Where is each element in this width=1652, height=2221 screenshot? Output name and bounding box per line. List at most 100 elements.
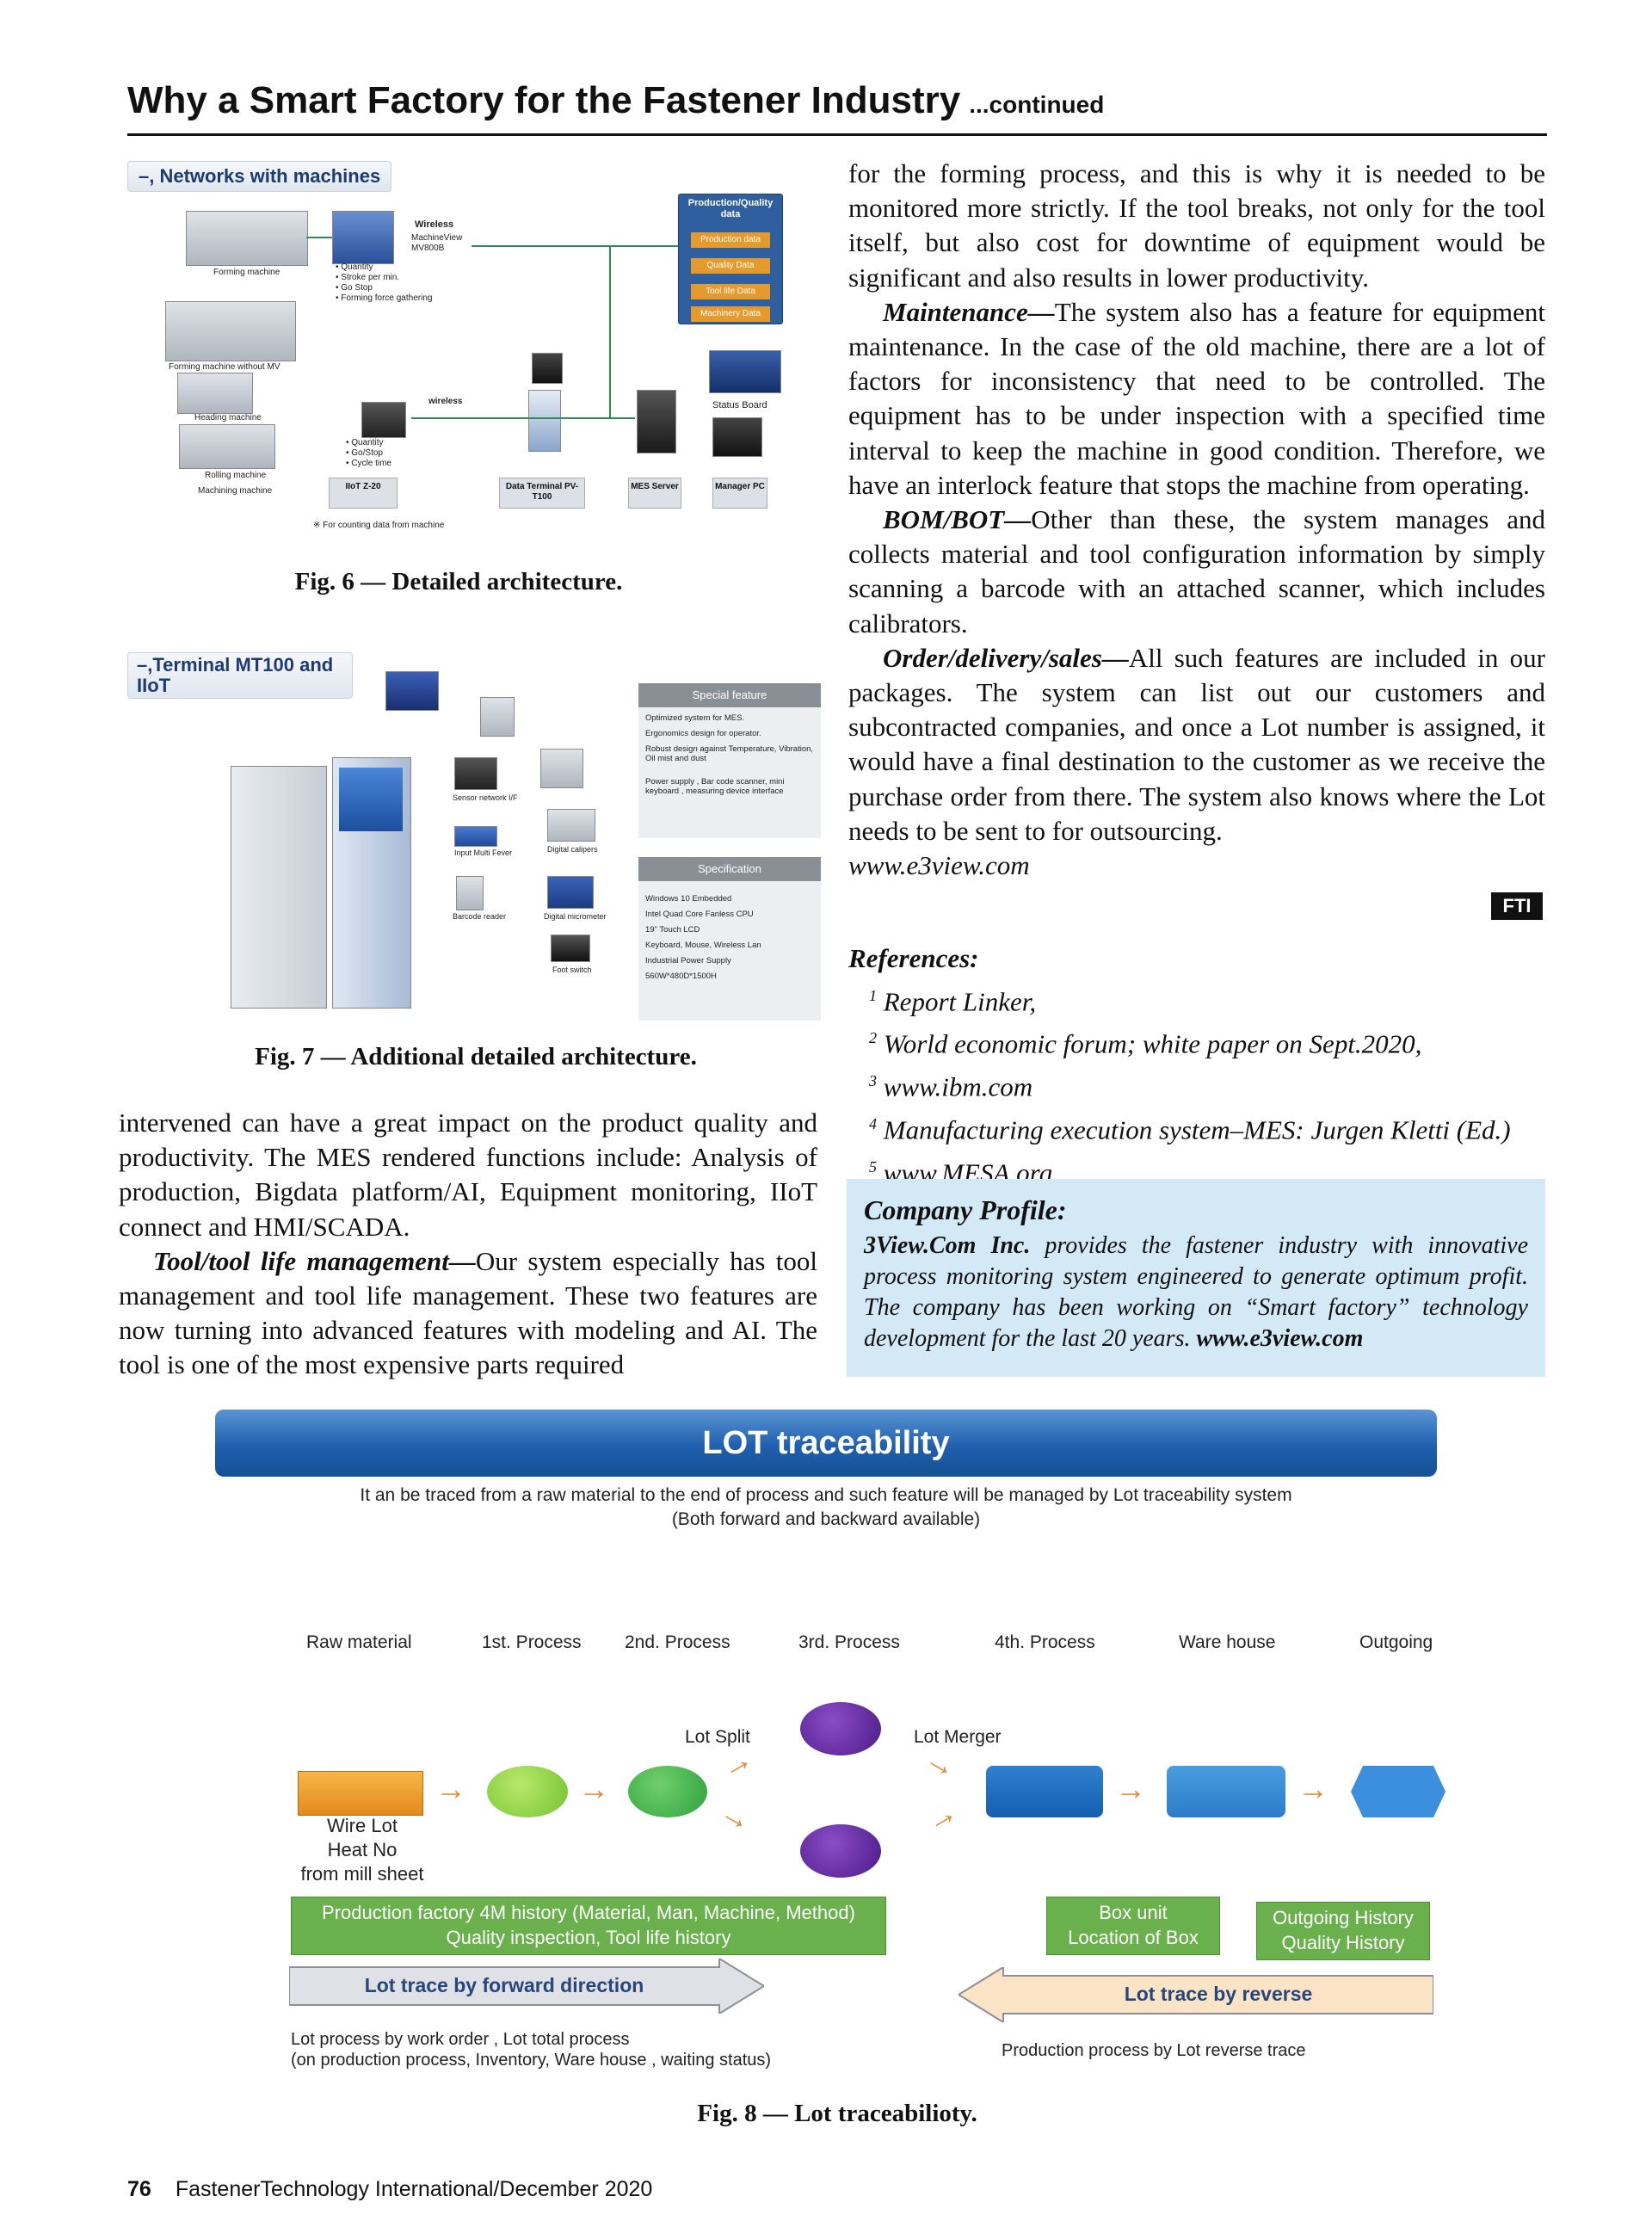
stage-label: Raw material	[306, 1632, 412, 1652]
special-item: Optimized system for MES.	[645, 713, 745, 723]
flow-arrow: →	[435, 1771, 466, 1806]
forming-machine-mv-image	[165, 301, 296, 361]
flow-arrow: →	[578, 1771, 609, 1806]
reference-item: 1 Report Linker,	[848, 978, 1547, 1021]
heading-machine-image	[177, 373, 253, 414]
prod-item: Tool life Data	[691, 284, 770, 299]
machineview-label: MachineView MV800B	[411, 233, 463, 253]
ref-num: 4	[869, 1114, 877, 1132]
fig6-diagram: –, Networks with machines Production/Qua…	[127, 159, 790, 546]
wire-lot-line: Wire Lot	[327, 1815, 398, 1836]
iiot-device-image	[361, 402, 406, 438]
node-iiot: IIoT Z-20	[329, 478, 398, 509]
wireless-top-label: Wireless	[415, 219, 454, 230]
publication: FastenerTechnology International/Decembe…	[175, 2177, 653, 2201]
prod-item: Quality Data	[691, 258, 770, 274]
outgoing-history-line: Outgoing History	[1273, 1907, 1414, 1928]
reverse-arrow-label: Lot trace by reverse	[1124, 1983, 1313, 2005]
list1-item: • Forming force gathering	[336, 293, 433, 303]
special-item: Power supply , Bar code scanner, mini ke…	[645, 777, 785, 796]
forming-machine-mv-label: Forming machine without MV	[169, 362, 280, 372]
device-label-foot: Foot switch	[552, 966, 592, 974]
fig6-tag: –, Networks with machines	[127, 161, 392, 192]
rolling-machine-image	[179, 424, 275, 469]
foot-switch-image	[551, 935, 590, 962]
warehouse-shape	[1167, 1766, 1285, 1817]
right-paragraph-1: for the forming process, and this is why…	[848, 158, 1545, 293]
right-p4-lead: Order/delivery/sales—	[883, 642, 1129, 673]
ref-num: 1	[869, 986, 877, 1004]
forming-machine-label: Forming machine	[213, 268, 280, 277]
forward-note-line: Lot process by work order , Lot total pr…	[291, 2030, 630, 2049]
left-p2-lead: Tool/tool life management—	[153, 1245, 476, 1276]
profile-text: 3View.Com Inc. provides the fastener ind…	[864, 1231, 1528, 1354]
mes-server-image	[637, 390, 676, 453]
special-feature-header: Special feature	[638, 683, 821, 707]
spec-item: Windows 10 Embedded	[645, 894, 732, 904]
profile-company: 3View.Com Inc.	[864, 1232, 1031, 1259]
right-p2-body: The system also has a feature for equipm…	[848, 296, 1545, 500]
header-rule	[127, 133, 1547, 136]
list1-item: • Quantity	[336, 262, 373, 272]
fig7-diagram: –,Terminal MT100 and IIoT Sensor network…	[127, 645, 824, 1024]
robot-image	[385, 671, 439, 711]
sensor-box-image	[480, 697, 515, 737]
raw-material-shape	[298, 1771, 423, 1816]
list1-item: • Stroke per min.	[336, 273, 400, 282]
list2-item: • Go/Stop	[346, 448, 383, 458]
fig6-footnote: ※ For counting data from machine	[313, 521, 445, 530]
special-item: Robust design against Temperature, Vibra…	[645, 744, 814, 763]
spec-header: Specification	[638, 857, 821, 881]
outgoing-history-line: Quality History	[1281, 1931, 1405, 1953]
ref-num: 5	[869, 1157, 877, 1175]
device-label-barcode: Barcode reader	[453, 912, 507, 921]
references-title: References:	[848, 943, 979, 973]
ref-num: 2	[869, 1029, 877, 1047]
forward-note-line: (on production process, Inventory, Ware …	[291, 2051, 772, 2070]
flow-arrow: →	[1115, 1771, 1146, 1806]
spec-item: Industrial Power Supply	[645, 956, 731, 966]
right-p3-body: Other than these, the system manages and…	[848, 504, 1545, 639]
terminal-screen	[339, 768, 403, 831]
outgoing-history-box: Outgoing History Quality History	[1256, 1902, 1430, 1960]
connector	[609, 245, 611, 417]
device-label-calipers: Digital calipers	[547, 845, 598, 854]
left-p2-body: Our system especially has tool managemen…	[119, 1245, 817, 1380]
reference-item: 3 www.ibm.com	[848, 1063, 1547, 1106]
fig7-caption: Fig. 7 — Additional detailed architectur…	[255, 1043, 697, 1070]
prod-quality-header: Production/Quality data	[687, 198, 774, 219]
process-3a-shape	[800, 1702, 881, 1755]
stage-label: Outgoing	[1359, 1632, 1433, 1652]
stage-label: Ware house	[1179, 1632, 1276, 1652]
list2-item: • Cycle time	[346, 459, 391, 468]
stage-label: 2nd. Process	[625, 1632, 730, 1652]
production-quality-panel: Production/Quality data Production data …	[678, 194, 783, 324]
article-url-text: www.e3view.com	[848, 850, 1030, 881]
prod-item: Production data	[691, 232, 770, 248]
wire-lot-line: Heat No	[327, 1839, 398, 1860]
production-history-box: Production factory 4M history (Material,…	[291, 1897, 886, 1955]
machineview-image	[332, 211, 394, 264]
page-title: Why a Smart Factory for the Fastener Ind…	[127, 79, 1104, 122]
article-url: www.e3view.com	[848, 848, 1545, 883]
prod-item: Machinery Data	[691, 306, 770, 322]
connector	[472, 245, 678, 247]
right-p2-lead: Maintenance—	[883, 296, 1055, 327]
data-terminal-image	[528, 390, 561, 452]
ref-text: www.ibm.com	[883, 1071, 1033, 1102]
stage-label: 3rd. Process	[798, 1632, 900, 1652]
title-continued: ...continued	[969, 91, 1105, 118]
lot-subtitle-1: It an be traced from a raw material to t…	[360, 1485, 1292, 1505]
references: References: 1 Report Linker, 2 World eco…	[848, 940, 1547, 1192]
device-label-sensor: Sensor network I/F	[453, 793, 518, 802]
right-paragraph-2: Maintenance—The system also has a featur…	[848, 295, 1545, 503]
ref-text: Report Linker,	[883, 985, 1037, 1016]
ref-text: World economic forum; white paper on Sep…	[883, 1028, 1422, 1059]
router-image	[532, 353, 563, 384]
prod-history-line: Quality inspection, Tool life history	[446, 1926, 731, 1948]
device-label-micrometer: Digital micrometer	[544, 912, 607, 921]
rolling-machine-label: Rolling machine	[205, 471, 267, 480]
spec-item: 560W*480D*1500H	[645, 972, 717, 981]
forming-machine-image	[186, 211, 308, 266]
